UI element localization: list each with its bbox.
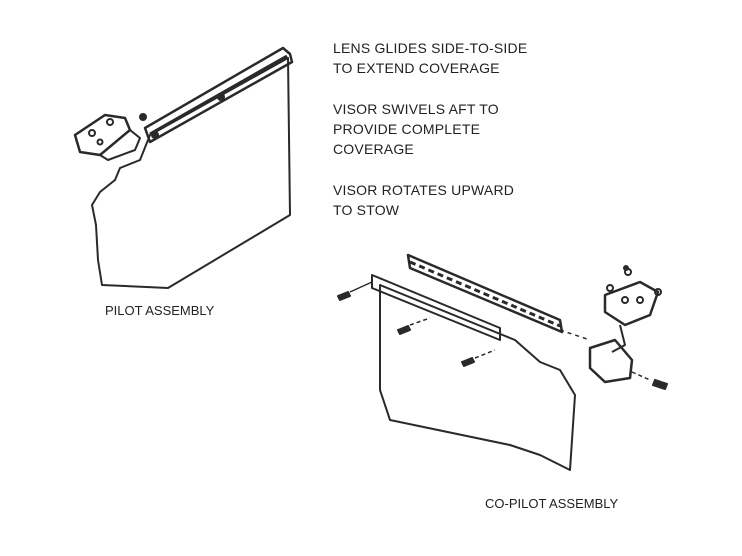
note-lens-glides: LENS GLIDES SIDE-TO-SIDE TO EXTEND COVER… — [333, 38, 527, 78]
pilot-rail — [143, 46, 294, 144]
pilot-visor-lens — [91, 57, 291, 289]
note-line: VISOR ROTATES UPWARD — [333, 182, 515, 198]
note-line: PROVIDE COMPLETE — [333, 121, 481, 137]
copilot-visor-drawing — [337, 253, 668, 471]
pilot-assembly-caption: PILOT ASSEMBLY — [105, 303, 215, 318]
note-line: TO STOW — [333, 202, 400, 218]
note-line: TO EXTEND COVERAGE — [333, 60, 500, 76]
pilot-mount-bracket — [73, 113, 132, 157]
note-line: LENS GLIDES SIDE-TO-SIDE — [333, 40, 528, 56]
copilot-visor-lens — [379, 284, 576, 471]
copilot-swivel-block — [588, 338, 634, 384]
note-visor-rotates: VISOR ROTATES UPWARD TO STOW — [333, 180, 514, 220]
pilot-visor-drawing — [73, 46, 294, 289]
copilot-mount-bracket — [603, 280, 660, 327]
note-line: VISOR SWIVELS AFT TO — [333, 101, 499, 117]
copilot-rail — [406, 253, 564, 334]
copilot-assembly-caption: CO-PILOT ASSEMBLY — [485, 496, 619, 511]
note-line: COVERAGE — [333, 141, 414, 157]
note-visor-swivels: VISOR SWIVELS AFT TO PROVIDE COMPLETE CO… — [333, 99, 499, 159]
